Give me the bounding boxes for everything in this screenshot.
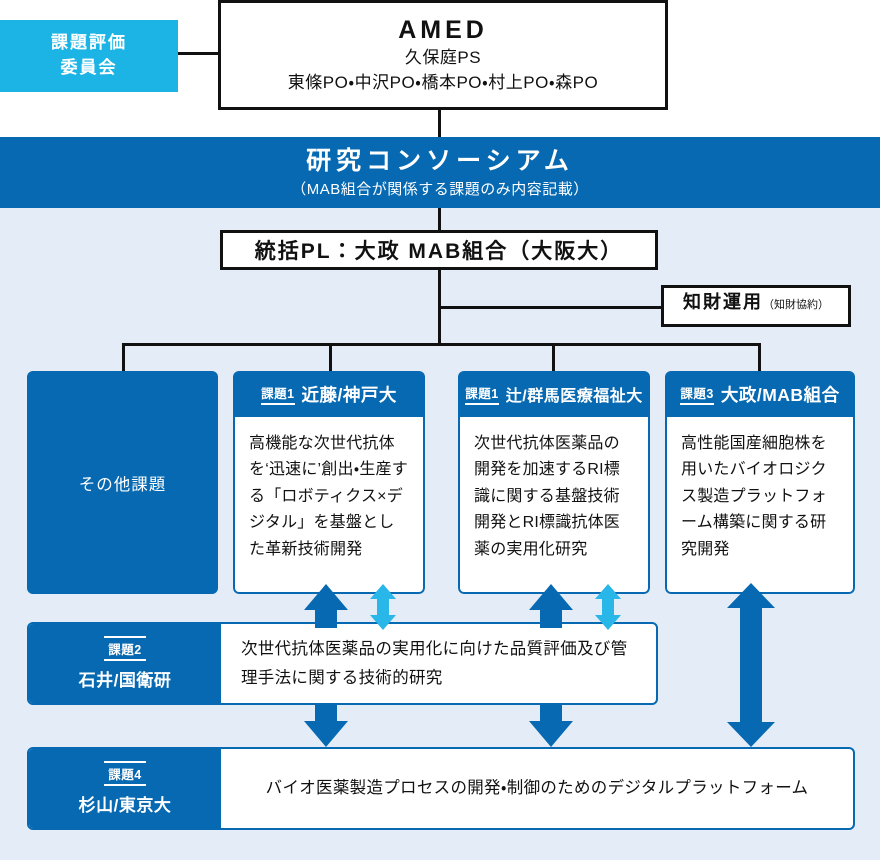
connector-consortium-to-pl xyxy=(438,208,441,231)
ip-management-label: 知財運用 xyxy=(683,292,763,312)
project-card-1-tag: 課題1 xyxy=(261,383,295,405)
project-card-3-body: 高性能国産細胞株を用いたバイオロジクス製造プラットフォーム構築に関する研究開発 xyxy=(665,417,855,594)
amed-ps: 久保庭PS xyxy=(404,47,482,67)
connector-drop-2 xyxy=(329,343,332,371)
project-card-2[interactable]: 課題1 辻/群馬医療福祉大 次世代抗体医薬品の開発を加速するRI標識に関する基盤… xyxy=(458,371,650,594)
amed-box[interactable]: AMED 久保庭PS 東條PO・中沢PO・橋本PO・村上PO・森PO xyxy=(218,0,668,110)
amed-title: AMED xyxy=(398,15,488,44)
project-card-1-owner: 近藤/神戸大 xyxy=(301,384,397,405)
evaluation-committee-box[interactable]: 課題評価 委員会 xyxy=(0,20,178,92)
connector-amed-to-consortium xyxy=(438,108,441,140)
wide-row-task2-owner-panel: 課題2 石井/国衛研 xyxy=(29,624,221,703)
project-card-3-tag: 課題3 xyxy=(680,383,714,405)
amed-po-list: 東條PO・中沢PO・橋本PO・村上PO・森PO xyxy=(287,72,599,92)
wide-row-task4-tag: 課題4 xyxy=(104,761,146,786)
project-card-3-header: 課題3 大政/MAB組合 xyxy=(665,371,855,417)
project-card-3-owner: 大政/MAB組合 xyxy=(720,384,840,405)
project-card-1-body: 高機能な次世代抗体を‘迅速に’創出・生産する「ロボティクス×デジタル」を基盤とし… xyxy=(233,417,425,594)
wide-row-task2-owner: 石井/国衛研 xyxy=(78,671,172,690)
connector-committee-to-amed xyxy=(178,52,220,55)
evaluation-committee-line1: 課題評価 xyxy=(51,33,127,53)
consortium-banner: 研究コンソーシアム （MAB組合が関係する課題のみ内容記載） xyxy=(0,137,880,208)
wide-row-task4-body: バイオ医薬製造プロセスの開発・制御のためのデジタルプラットフォーム xyxy=(265,779,809,798)
evaluation-committee-line2: 委員会 xyxy=(60,58,118,77)
connector-distribution-bar xyxy=(122,343,761,346)
project-card-2-owner: 辻/群馬医療福祉大 xyxy=(505,388,643,405)
project-card-2-header: 課題1 辻/群馬医療福祉大 xyxy=(458,371,650,417)
consortium-title: 研究コンソーシアム xyxy=(306,147,574,175)
wide-row-task4-owner: 杉山/東京大 xyxy=(78,796,172,815)
project-card-1-header: 課題1 近藤/神戸大 xyxy=(233,371,425,417)
wide-row-task2-body: 次世代抗体医薬品の実用化に向けた品質評価及び管理手法に関する技術的研究 xyxy=(241,639,628,687)
connector-drop-4 xyxy=(758,343,761,371)
integrated-pl-box[interactable]: 統括PL：大政 MAB組合（大阪大） xyxy=(220,230,658,270)
wide-row-task2-tag: 課題2 xyxy=(104,636,146,661)
project-card-3[interactable]: 課題3 大政/MAB組合 高性能国産細胞株を用いたバイオロジクス製造プラットフォ… xyxy=(665,371,855,594)
wide-row-task4[interactable]: 課題4 杉山/東京大 バイオ医薬製造プロセスの開発・制御のためのデジタルプラット… xyxy=(27,747,855,830)
consortium-note: （MAB組合が関係する課題のみ内容記載） xyxy=(291,181,589,198)
connector-drop-1 xyxy=(122,343,125,371)
project-card-1[interactable]: 課題1 近藤/神戸大 高機能な次世代抗体を‘迅速に’創出・生産する「ロボティクス… xyxy=(233,371,425,594)
integrated-pl-label: 統括PL：大政 MAB組合（大阪大） xyxy=(254,240,624,263)
ip-agreement-label: （知財協約） xyxy=(763,299,829,311)
connector-pl-to-ip xyxy=(438,306,663,309)
project-card-2-body: 次世代抗体医薬品の開発を加速するRI標識に関する基盤技術開発とRI標識抗体医薬の… xyxy=(458,417,650,594)
ip-management-box[interactable]: 知財運用 （知財協約） xyxy=(661,285,851,327)
project-card-2-tag: 課題1 xyxy=(465,383,499,405)
connector-drop-3 xyxy=(552,343,555,371)
other-tasks-card[interactable]: その他課題 xyxy=(27,371,218,594)
other-tasks-label: その他課題 xyxy=(78,475,167,494)
wide-row-task4-owner-panel: 課題4 杉山/東京大 xyxy=(29,749,221,828)
wide-row-task2[interactable]: 課題2 石井/国衛研 次世代抗体医薬品の実用化に向けた品質評価及び管理手法に関す… xyxy=(27,622,658,705)
